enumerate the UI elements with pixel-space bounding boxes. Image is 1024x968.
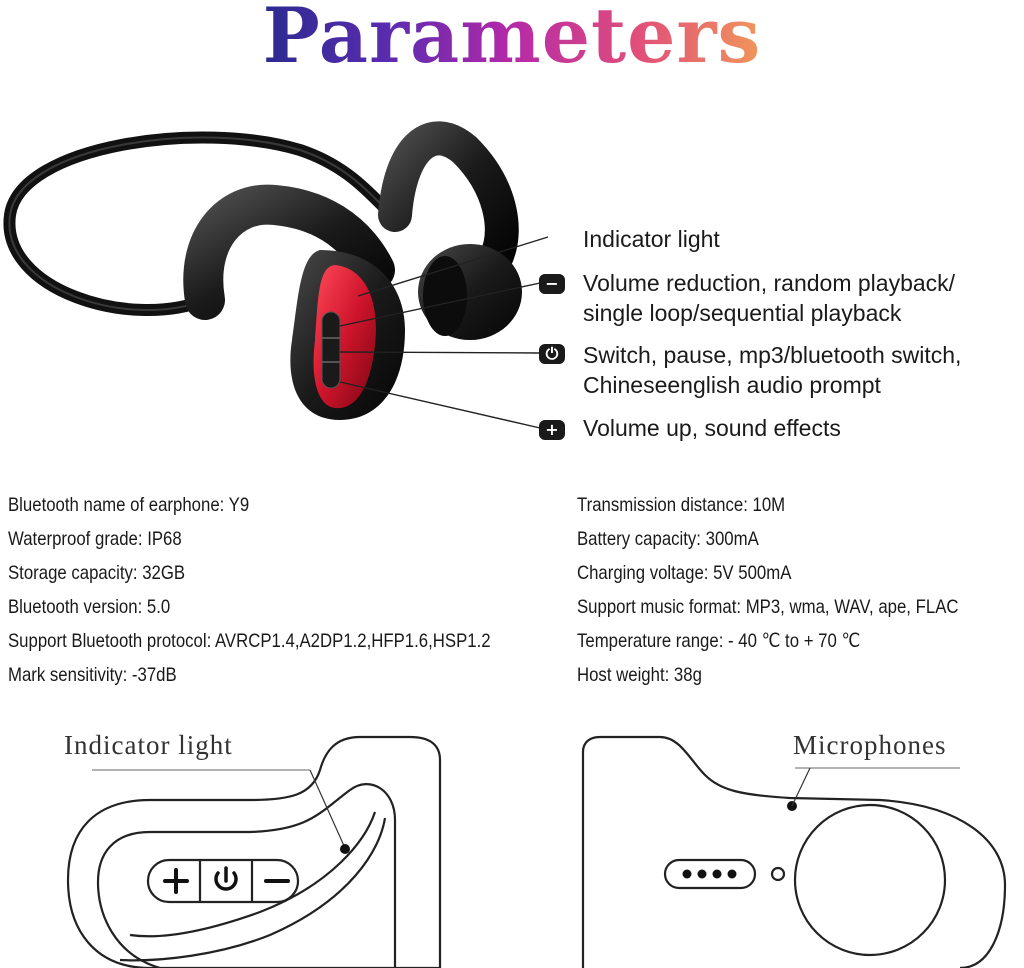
- spec-item: Host weight: 38g: [577, 664, 702, 686]
- callout-switch-line2: Chineseenglish audio prompt: [583, 372, 881, 398]
- earphone-illustration: [3, 121, 549, 429]
- spec-item: Support music format: MP3, wma, WAV, ape…: [577, 596, 959, 618]
- diagram-label-microphones: Microphones: [793, 730, 947, 760]
- spec-item: Storage capacity: 32GB: [8, 562, 186, 584]
- spec-item: Waterproof grade: IP68: [8, 528, 182, 550]
- microphone-side-diagram: [581, 735, 1007, 968]
- callout-volume-up: Volume up, sound effects: [583, 415, 841, 441]
- spec-item: Bluetooth name of earphone: Y9: [8, 494, 250, 516]
- diagram-label-indicator-light: Indicator light: [64, 730, 233, 760]
- callout-indicator-light: Indicator light: [583, 226, 720, 252]
- plus-icon: +: [539, 420, 565, 440]
- callout-volume-reduction-line1: Volume reduction, random playback/: [583, 270, 956, 296]
- page-title: Parameters: [0, 0, 1024, 74]
- spec-item: Mark sensitivity: -37dB: [8, 664, 177, 686]
- spec-item: Bluetooth version: 5.0: [8, 596, 171, 618]
- minus-icon: −: [539, 274, 565, 294]
- spec-item: Battery capacity: 300mA: [577, 528, 759, 550]
- specs-left: Bluetooth name of earphone: Y9 Waterproo…: [8, 488, 491, 692]
- button-side-diagram: [66, 735, 442, 968]
- spec-item: Support Bluetooth protocol: AVRCP1.4,A2D…: [8, 630, 491, 652]
- spec-item: Temperature range: - 40 ℃ to + 70 ℃: [577, 630, 861, 652]
- spec-item: Charging voltage: 5V 500mA: [577, 562, 792, 584]
- spec-item: Transmission distance: 10M: [577, 494, 786, 516]
- callout-switch-line1: Switch, pause, mp3/bluetooth switch,: [583, 342, 962, 368]
- power-icon: ⏻: [539, 344, 565, 364]
- specs-right: Transmission distance: 10M Battery capac…: [577, 488, 959, 692]
- callout-volume-reduction-line2: single loop/sequential playback: [583, 300, 902, 326]
